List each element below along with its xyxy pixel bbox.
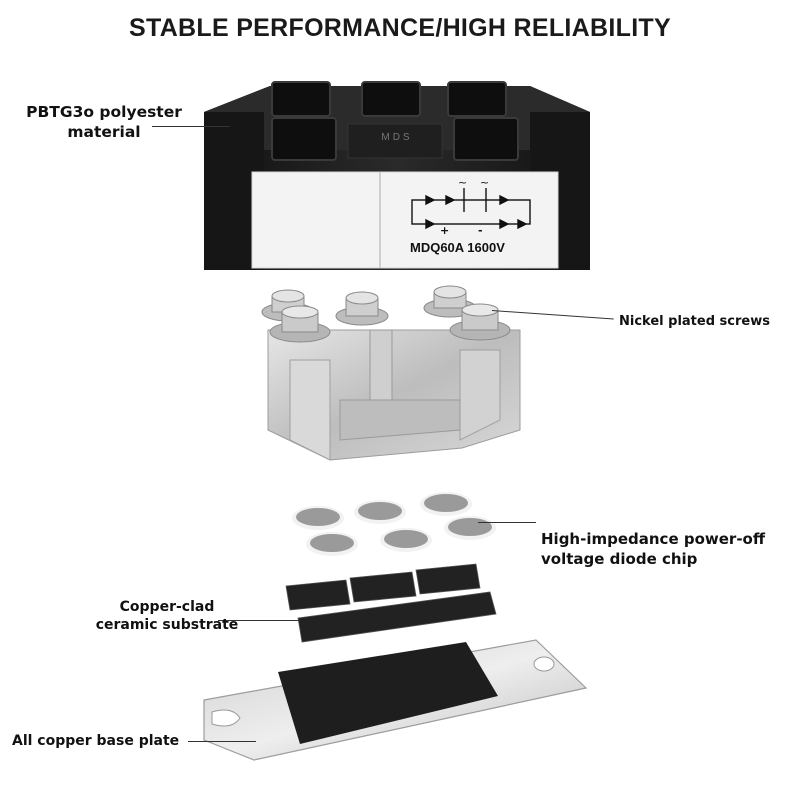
base-plate — [203, 639, 588, 761]
callout-chip-line2: voltage diode chip — [541, 549, 698, 568]
callout-ceramic-line1: Copper-clad — [119, 599, 215, 615]
callout-base-plate: All copper base plate — [12, 733, 180, 749]
callout-ceramic-line2: ceramic substrate — [95, 617, 239, 634]
ceramic-substrate — [285, 563, 497, 643]
schematic-ac1: ~ — [458, 176, 468, 189]
page-title: STABLE PERFORMANCE/HIGH RELIABILITY — [129, 14, 671, 42]
schematic-ac2: ~ — [480, 176, 490, 189]
screws — [261, 285, 511, 343]
callout-screws: Nickel plated screws — [619, 314, 770, 329]
leader-line-housing — [152, 126, 230, 127]
schematic-minus: - — [478, 224, 483, 237]
bridge-schematic — [411, 188, 531, 230]
callout-ceramic-substrate: Copper-clad ceramic substrate — [92, 598, 242, 634]
housing — [204, 81, 590, 270]
leader-line-base — [188, 741, 256, 742]
callout-housing-line1: PBTG3o polyester — [26, 103, 182, 121]
terminal-well — [271, 81, 519, 161]
callout-housing-line2: material — [67, 123, 141, 142]
callout-diode-chip: High-impedance power-off voltage diode c… — [541, 530, 765, 569]
model-number: MDQ60A 1600V — [410, 240, 505, 255]
diode-chips — [292, 492, 496, 556]
callout-housing-material: PBTG3o polyester material — [24, 102, 184, 142]
schematic-plus: + — [440, 224, 450, 237]
metal-terminals — [267, 329, 521, 461]
leader-line-ceramic — [218, 620, 300, 621]
housing-logo: MDS — [381, 132, 413, 143]
callout-chip-line1: High-impedance power-off — [541, 530, 765, 548]
leader-line-chip — [478, 522, 536, 523]
